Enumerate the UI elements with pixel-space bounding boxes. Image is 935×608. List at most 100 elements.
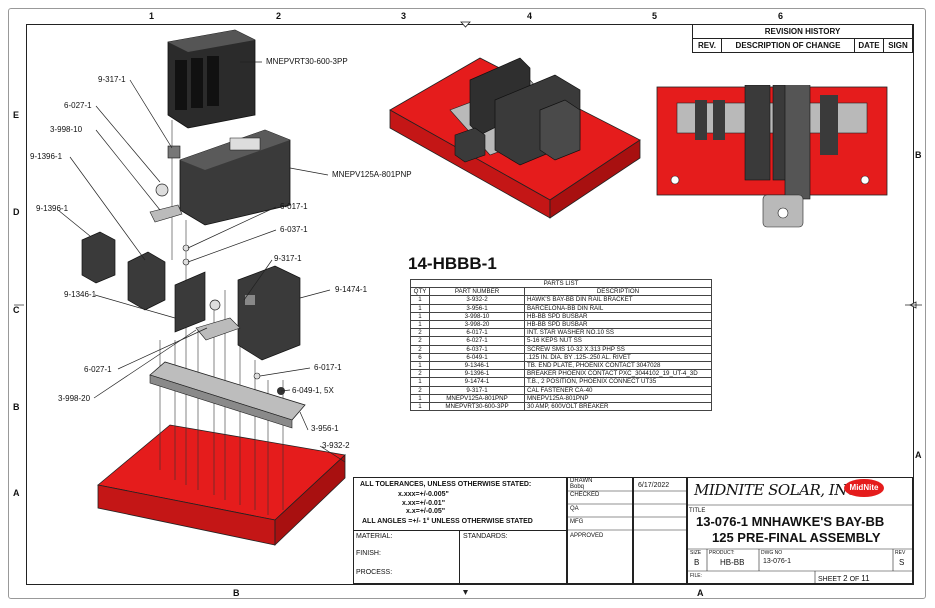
revision-title: REVISION HISTORY: [692, 24, 913, 39]
parts-description: INT. STAR WASHER NO.10 SS: [524, 328, 712, 338]
parts-header-desc: DESCRIPTION: [524, 287, 712, 297]
parts-number: MNEPVRT30-600-3PP: [429, 402, 525, 412]
tolerance-line-3: x.xx=+/-0.01": [402, 500, 446, 507]
zone-left-a: A: [13, 488, 20, 498]
parts-qty: 1: [410, 311, 430, 322]
zone-top-5: 5: [652, 11, 658, 21]
callout-6-027-1-top: 6-027-1: [64, 101, 92, 110]
parts-qty: 1: [410, 361, 430, 371]
zone-left-e: E: [13, 110, 20, 120]
process-label: PROCESS:: [356, 569, 393, 576]
parts-qty: 1: [410, 402, 430, 412]
callout-6-049-1: 6-049-1, 5X: [292, 386, 334, 395]
front-view: [656, 85, 888, 228]
parts-list: PARTS LIST QTY PART NUMBER DESCRIPTION 1…: [410, 278, 712, 412]
sheet-info: SHEET 2 OF 11: [818, 574, 870, 583]
parts-qty: 1: [410, 320, 430, 330]
parts-qty: 2: [410, 385, 430, 395]
terminal-block-a: [81, 231, 116, 284]
parts-description: BARCELONA-BB DIN RAIL: [524, 303, 712, 313]
parts-qty: 2: [410, 328, 430, 338]
zone-right-b: B: [915, 150, 922, 160]
signoff-grid: [567, 490, 687, 531]
parts-header-qty: QTY: [410, 287, 430, 297]
parts-qty: 6: [410, 352, 430, 363]
rev-col: REV.: [692, 38, 722, 53]
parts-description: CAL FASTENER CA-40: [524, 385, 712, 395]
parts-qty: 2: [410, 336, 430, 346]
din-rail-bracket: [97, 424, 346, 546]
sheet-of: OF: [849, 576, 860, 583]
desc-col: DESCRIPTION OF CHANGE: [721, 38, 855, 53]
parts-list-title: PARTS LIST: [410, 278, 712, 289]
parts-description: .125 IN. DIA. BY .125-.250 AL. RIVET: [524, 352, 712, 363]
zone-bottom-a: A: [697, 588, 704, 598]
parts-description: T.B., 2 POSITION, PHOENIX CONNECT UT35: [524, 377, 712, 387]
callout-9-1474-1: 9-1474-1: [335, 285, 368, 294]
busbar-10: [149, 183, 183, 223]
parts-number: 3-998-20: [429, 320, 525, 330]
parts-description: HAWK'S BAY-BB DIN RAIL BRACKET: [524, 295, 712, 305]
drawing-title-line1: 13-076-1 MNHAWKE'S BAY-BB: [696, 514, 885, 529]
parts-qty: 2: [410, 344, 430, 354]
callout-3-956-1: 3-956-1: [311, 424, 339, 433]
approved-label: APPROVED: [570, 533, 604, 539]
breaker-mnepv125a: [179, 129, 291, 226]
callout-6-027-1-low: 6-027-1: [84, 365, 112, 374]
qa-label: QA: [570, 506, 579, 512]
rev-value: S: [899, 558, 905, 567]
zone-right-a: A: [915, 450, 922, 460]
signoff-block: [567, 477, 633, 584]
assembly-title: 14-HBBB-1: [408, 254, 497, 273]
product-label: PRODUCT:: [709, 550, 735, 556]
callout-9-1346-1: 9-1346-1: [64, 290, 97, 299]
terminal-block-2pos: [237, 265, 301, 361]
tolerance-line-5: ALL ANGLES =+/- 1° UNLESS OTHERWISE STAT…: [362, 518, 533, 525]
finish-label: FINISH:: [356, 550, 381, 557]
callout-9-317-1-top: 9-317-1: [98, 75, 126, 84]
zone-left-b: B: [13, 402, 20, 412]
zone-bottom-b: B: [233, 588, 240, 598]
parts-number: 9-1396-1: [429, 369, 525, 379]
material-label: MATERIAL:: [356, 533, 393, 540]
sheet-number: 2: [843, 574, 848, 583]
drawing-sheet: [8, 8, 926, 599]
date-block: [633, 477, 687, 584]
parts-number: 6-049-1: [429, 352, 525, 363]
drawn-by: Bobq: [570, 484, 585, 490]
parts-number: 3-998-10: [429, 311, 525, 322]
title-label: TITLE: [689, 508, 706, 514]
drawing-title-line2: 125 PRE-FINAL ASSEMBLY: [712, 530, 881, 545]
busbar-20: [195, 317, 241, 341]
parts-qty: 1: [410, 295, 430, 305]
parts-description: SCREW SMS 10-32 X.313 PHP SS: [524, 344, 712, 354]
parts-description: 30 AMP, 600VOLT BREAKER: [524, 402, 712, 412]
sign-col: SIGN: [883, 38, 913, 53]
parts-description: MNEPV125A-801PNP: [524, 393, 712, 404]
zone-left-d: D: [13, 207, 20, 217]
callout-9-1396-1-b: 9-1396-1: [36, 204, 69, 213]
parts-number: MNEPV125A-801PNP: [429, 393, 525, 404]
callout-3-932-2: 3-932-2: [322, 441, 350, 450]
tolerance-line-4: x.x=+/-0.05": [406, 508, 446, 515]
date-col: DATE: [854, 38, 884, 53]
parts-number: 6-027-1: [429, 336, 525, 346]
product-value: HB-BB: [720, 558, 745, 567]
parts-header-part: PART NUMBER: [429, 287, 525, 297]
zone-left-c: C: [13, 305, 20, 315]
parts-description: HB-BB SPD BUSBAR: [524, 320, 712, 330]
callout-6-017-1-low: 6-017-1: [314, 363, 342, 372]
sheet-total: 11: [861, 574, 870, 583]
parts-number: 9-1346-1: [429, 361, 525, 371]
size-value: B: [694, 558, 700, 567]
sheet-label: SHEET: [818, 576, 842, 583]
size-label: SIZE: [690, 550, 702, 556]
callout-6-037-1: 6-037-1: [280, 225, 308, 234]
